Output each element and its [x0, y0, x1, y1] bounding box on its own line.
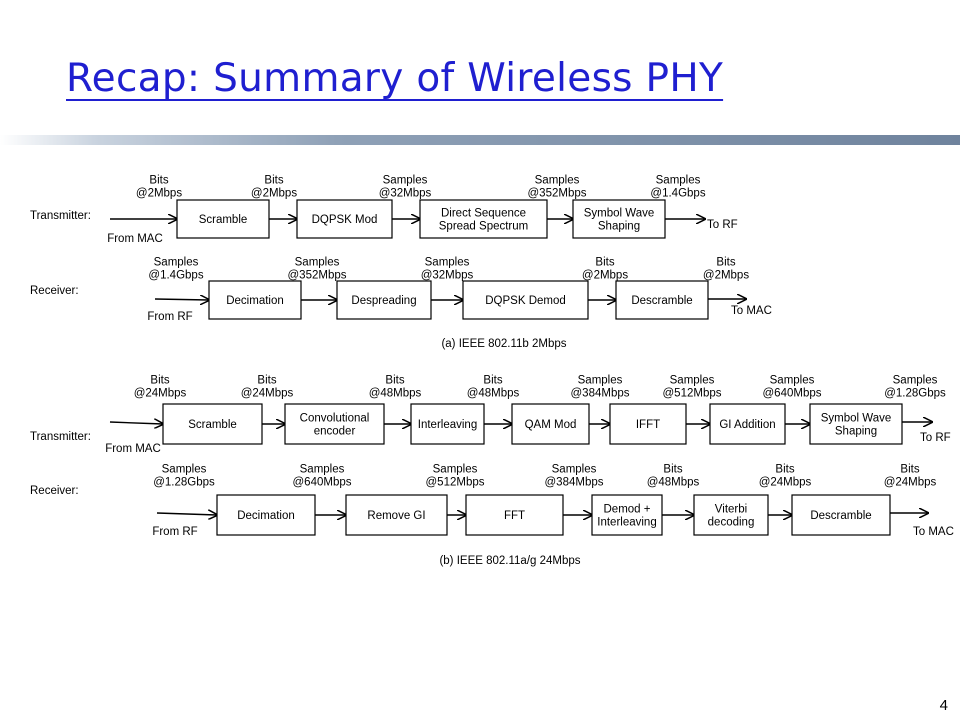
b-rx-block-3-label: FFT	[504, 510, 525, 522]
a-rx-input-label: From RF	[147, 311, 192, 323]
a-rx-rate-5: Bits@2Mbps	[703, 256, 749, 281]
b-tx-rate-2: Bits@24Mbps	[241, 374, 294, 399]
b-rx-rate-2: Samples@640Mbps	[293, 463, 352, 488]
a-rx-rate-1: Samples@1.4Gbps	[148, 256, 203, 281]
diagram-caption-a: (a) IEEE 802.11b 2Mbps	[441, 338, 566, 350]
a-rx-input-arrow	[154, 299, 209, 300]
a-tx-rate-4: Samples@352Mbps	[528, 174, 587, 199]
b-tx-rate-7: Samples@640Mbps	[763, 374, 822, 399]
b-tx-block-5-label: IFFT	[636, 419, 660, 431]
b-rx-role-label: Receiver:	[30, 485, 79, 497]
b-tx-block-1-label: Scramble	[188, 419, 237, 431]
b-rx-block-4-box	[591, 494, 663, 536]
b-tx-output-label: To RF	[920, 432, 951, 444]
b-tx-block-4-box	[511, 403, 590, 445]
b-tx-input-arrow	[109, 422, 163, 424]
b-tx-rate-1: Bits@24Mbps	[134, 374, 187, 399]
a-tx-role-label: Transmitter:	[30, 210, 91, 222]
a-tx-block-1-box	[176, 199, 270, 239]
b-tx-block-2-box	[284, 403, 385, 445]
b-tx-rate-3: Bits@48Mbps	[369, 374, 422, 399]
a-tx-block-4-box	[572, 199, 666, 239]
b-tx-block-5-box	[609, 403, 687, 445]
b-tx-block-7-box	[809, 403, 903, 445]
b-rx-input-label: From RF	[152, 526, 197, 538]
b-rx-block-2-label: Remove GI	[367, 510, 425, 522]
a-tx-output-label: To RF	[707, 219, 738, 231]
b-rx-rate-3: Samples@512Mbps	[426, 463, 485, 488]
a-tx-rate-3: Samples@32Mbps	[379, 174, 432, 199]
a-rx-output-label: To MAC	[731, 305, 772, 317]
a-rx-block-3-box	[462, 280, 589, 320]
a-rx-block-3-label: DQPSK Demod	[485, 295, 566, 307]
a-tx-block-1-label: Scramble	[199, 214, 248, 226]
a-rx-block-4-label: Descramble	[631, 295, 692, 307]
a-rx-block-4-box	[615, 280, 709, 320]
b-tx-block-6-label: GI Addition	[719, 419, 775, 431]
b-rx-block-1-label: Decimation	[237, 510, 295, 522]
b-tx-block-4-label: QAM Mod	[525, 419, 577, 431]
title-divider	[0, 135, 960, 145]
b-tx-block-3-box	[410, 403, 485, 445]
page-number: 4	[939, 697, 948, 714]
slide-title: Recap: Summary of Wireless PHY	[66, 56, 724, 101]
a-tx-block-3-box	[419, 199, 548, 239]
b-rx-rate-7: Bits@24Mbps	[884, 463, 937, 488]
b-tx-rate-6: Samples@512Mbps	[663, 374, 722, 399]
b-rx-rate-1: Samples@1.28Gbps	[153, 463, 215, 488]
a-tx-block-2-box	[296, 199, 393, 239]
a-rx-role-label: Receiver:	[30, 285, 79, 297]
b-rx-rate-4: Samples@384Mbps	[545, 463, 604, 488]
a-tx-block-2-label: DQPSK Mod	[312, 214, 378, 226]
b-tx-rate-5: Samples@384Mbps	[571, 374, 630, 399]
b-rx-block-1-box	[216, 494, 316, 536]
b-tx-role-label: Transmitter:	[30, 431, 91, 443]
a-tx-rate-2: Bits@2Mbps	[251, 174, 297, 199]
a-tx-input-label: From MAC	[107, 233, 163, 245]
b-tx-block-1-box	[162, 403, 263, 445]
a-rx-rate-3: Samples@32Mbps	[421, 256, 474, 281]
b-rx-block-6-label: Descramble	[810, 510, 871, 522]
a-rx-block-1-label: Decimation	[226, 295, 284, 307]
b-rx-block-6-box	[791, 494, 891, 536]
b-tx-rate-4: Bits@48Mbps	[467, 374, 520, 399]
b-tx-block-6-box	[709, 403, 786, 445]
a-tx-rate-1: Bits@2Mbps	[136, 174, 182, 199]
diagram-caption-b: (b) IEEE 802.11a/g 24Mbps	[439, 555, 580, 567]
b-rx-input-arrow	[156, 513, 217, 515]
b-rx-rate-5: Bits@48Mbps	[647, 463, 700, 488]
a-rx-block-2-label: Despreading	[351, 295, 416, 307]
b-tx-rate-8: Samples@1.28Gbps	[884, 374, 946, 399]
b-tx-input-label: From MAC	[105, 443, 161, 455]
a-rx-rate-4: Bits@2Mbps	[582, 256, 628, 281]
a-tx-rate-5: Samples@1.4Gbps	[650, 174, 705, 199]
b-tx-block-3-label: Interleaving	[418, 419, 477, 431]
b-rx-rate-6: Bits@24Mbps	[759, 463, 812, 488]
b-rx-output-label: To MAC	[913, 526, 954, 538]
b-rx-block-4-label: Demod +Interleaving	[597, 503, 656, 528]
a-rx-rate-2: Samples@352Mbps	[288, 256, 347, 281]
